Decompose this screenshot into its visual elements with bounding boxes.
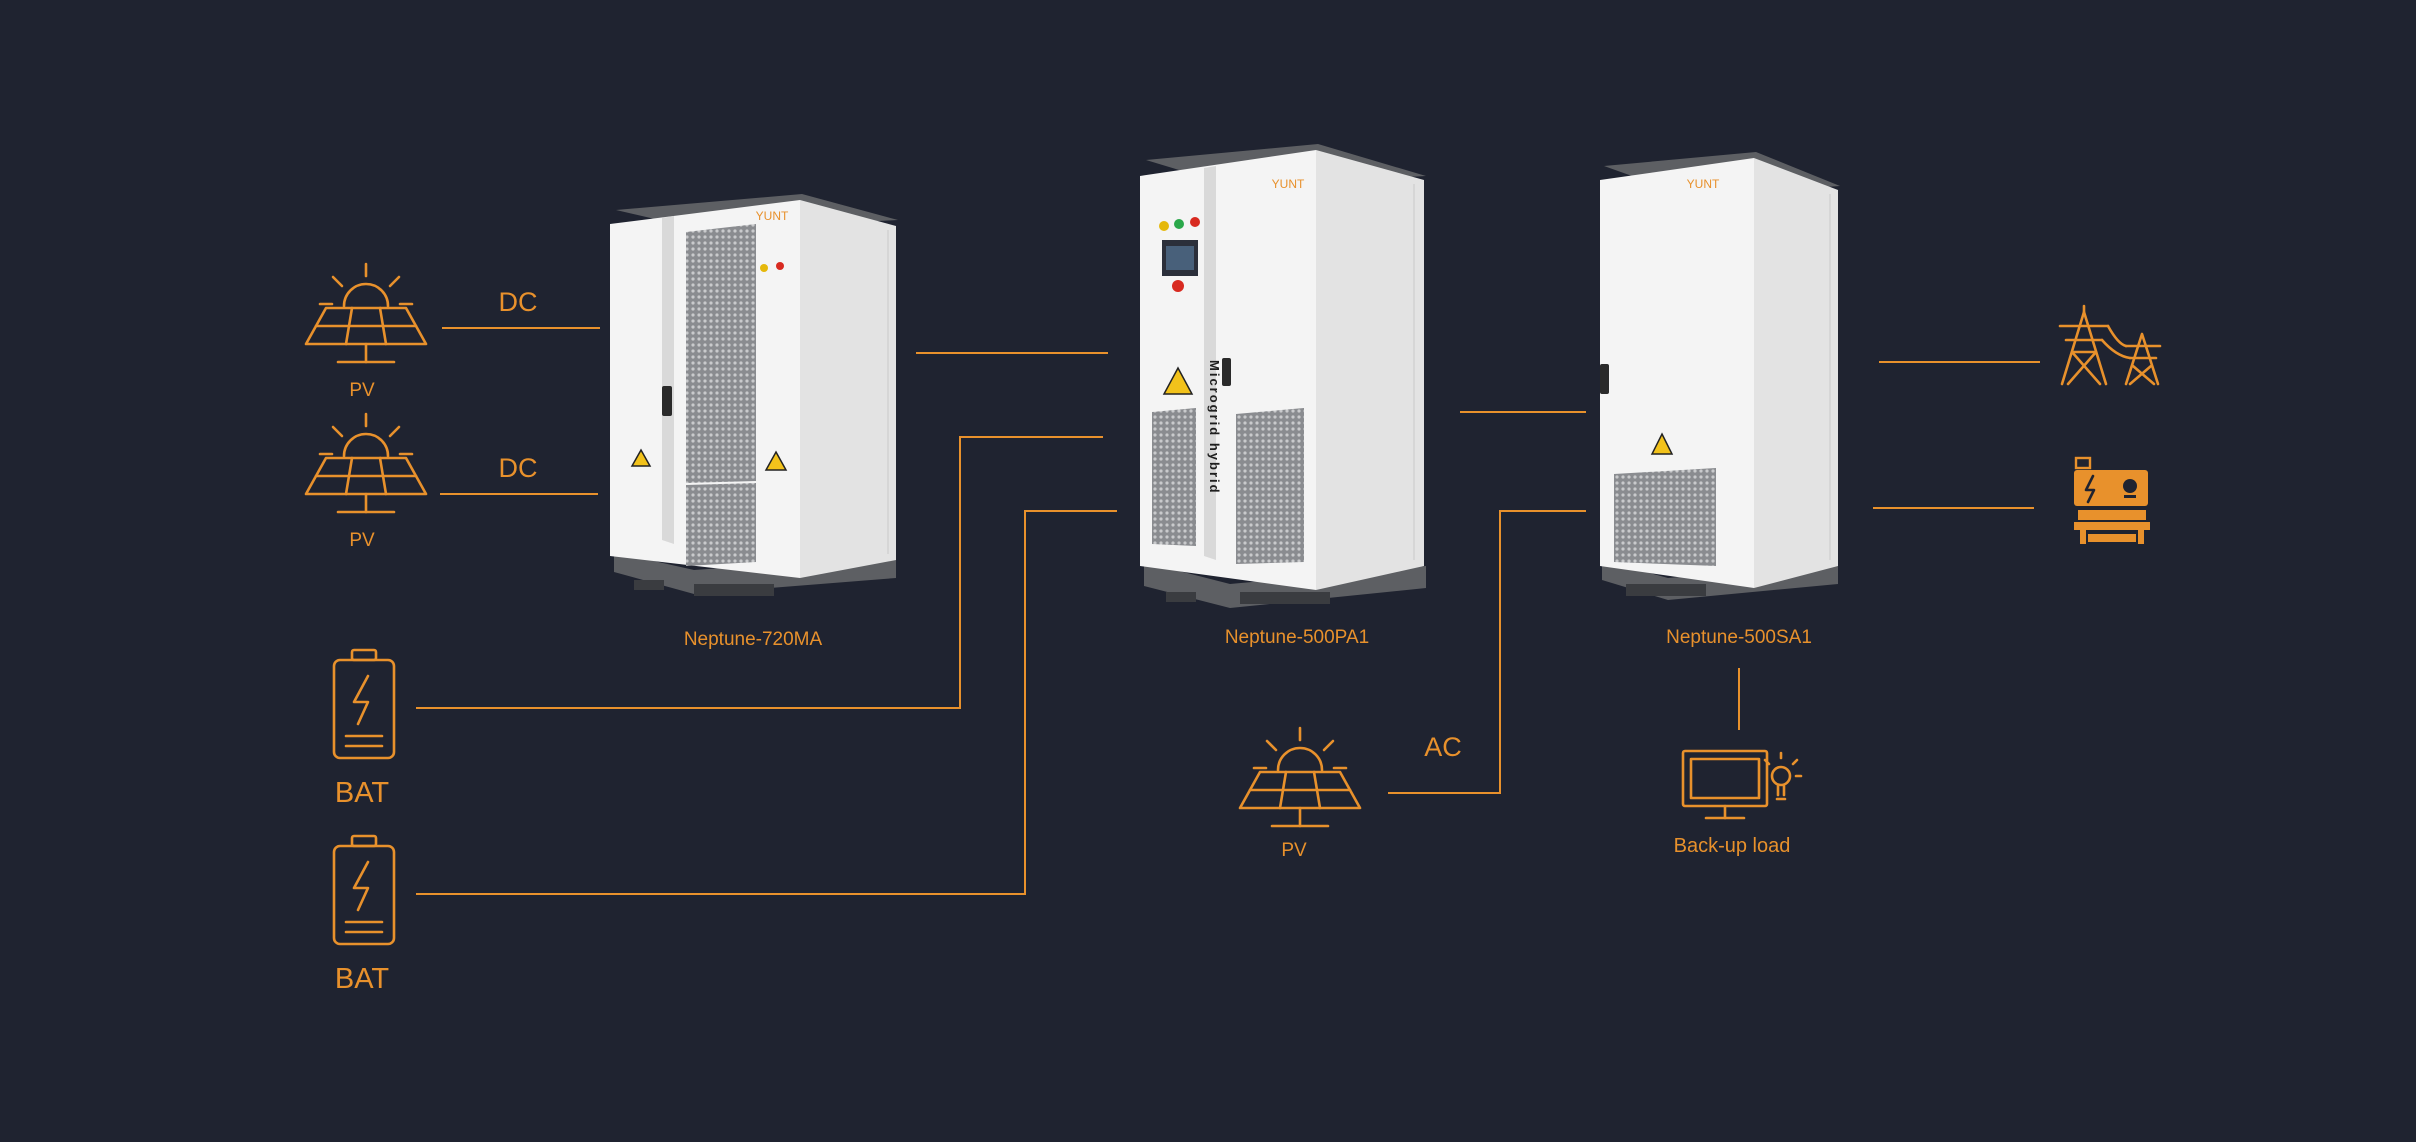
pcs-brand: YUNT — [1272, 177, 1305, 191]
dc-label-top: DC — [499, 287, 538, 317]
backup-load-label: Back-up load — [1674, 835, 1791, 857]
bat-bottom-label: BAT — [335, 963, 390, 995]
pcs-name: Neptune-500PA1 — [1225, 627, 1369, 648]
battery-icon — [332, 834, 396, 946]
pcs-cabinet: Microgrid hybrid YUNT Neptune-500PA1 — [1140, 144, 1426, 648]
solar-panel-icon — [1238, 726, 1362, 828]
generator-icon — [2074, 456, 2150, 544]
generator-node — [2074, 456, 2150, 544]
backup-load-node: Back-up load — [1674, 749, 1803, 857]
solar-panel-icon — [304, 262, 428, 364]
monitor-lightbulb-icon — [1681, 749, 1803, 820]
ac-label: AC — [1424, 732, 1462, 762]
pv-top-node: PV — [304, 262, 428, 401]
converter-cabinet: YUNT Neptune-720MA — [610, 194, 898, 650]
battery-icon — [332, 648, 396, 760]
bat-top-label: BAT — [335, 777, 390, 809]
pv-middle-node: PV — [304, 412, 428, 551]
pv-middle-label: PV — [349, 530, 375, 551]
solar-panel-icon — [304, 412, 428, 514]
dc-label-bottom: DC — [499, 453, 538, 483]
bat-bottom-node: BAT — [332, 834, 396, 995]
sts-cabinet: YUNT Neptune-500SA1 — [1600, 152, 1840, 648]
sts-name: Neptune-500SA1 — [1666, 627, 1812, 648]
pv-bottom-node: PV — [1238, 726, 1362, 861]
grid-node — [2058, 304, 2162, 386]
bat-bottom-to-pcs-line — [416, 510, 1117, 895]
bat-top-to-pcs-line — [416, 436, 1103, 709]
sts-brand: YUNT — [1687, 177, 1720, 191]
converter-name: Neptune-720MA — [684, 629, 823, 650]
pv-bottom-to-sts-line — [1388, 510, 1586, 794]
connection-lines — [416, 327, 2040, 895]
converter-brand: YUNT — [756, 209, 789, 223]
bat-top-node: BAT — [332, 648, 396, 809]
pv-bottom-label: PV — [1281, 840, 1307, 861]
pv-top-label: PV — [349, 380, 375, 401]
pcs-side-text: Microgrid hybrid — [1207, 360, 1222, 495]
power-tower-icon — [2058, 304, 2162, 386]
